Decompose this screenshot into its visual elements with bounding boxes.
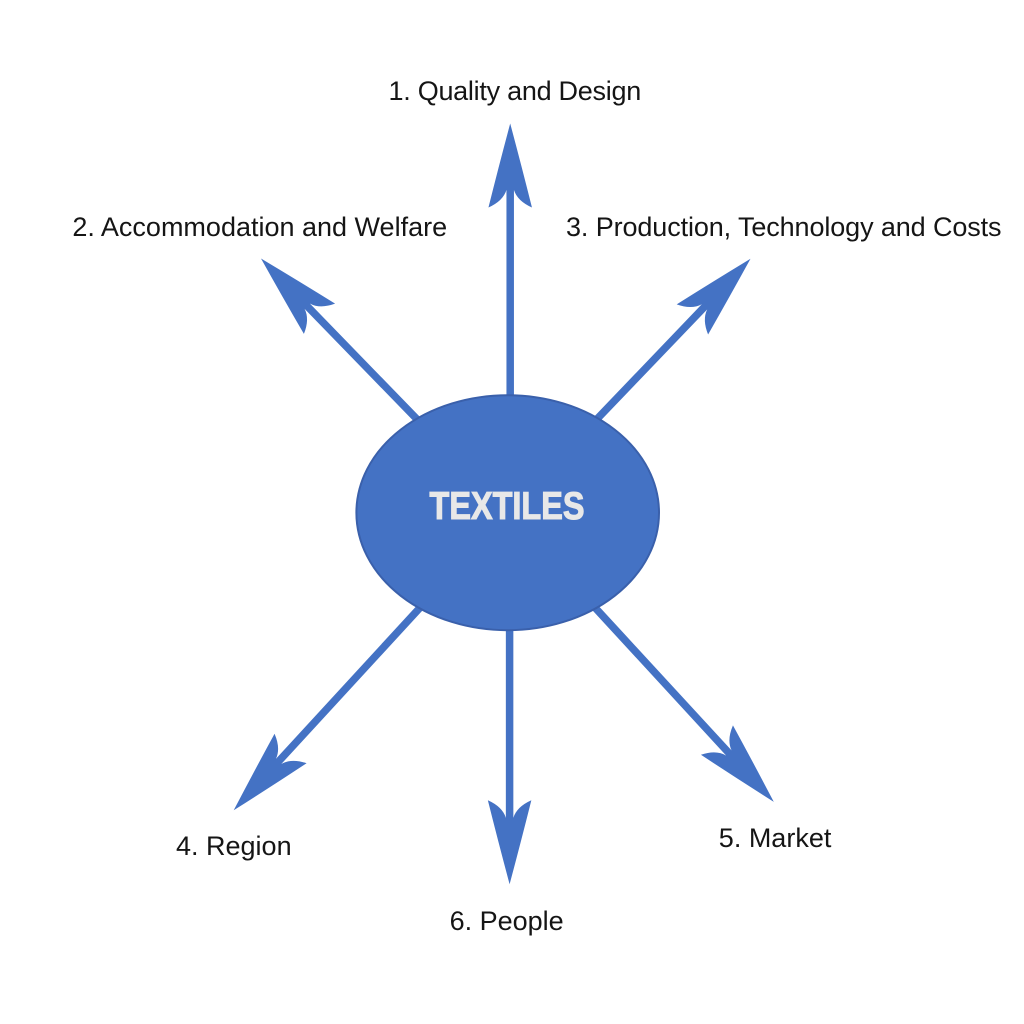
svg-text:TEXTILES: TEXTILES — [430, 485, 585, 528]
